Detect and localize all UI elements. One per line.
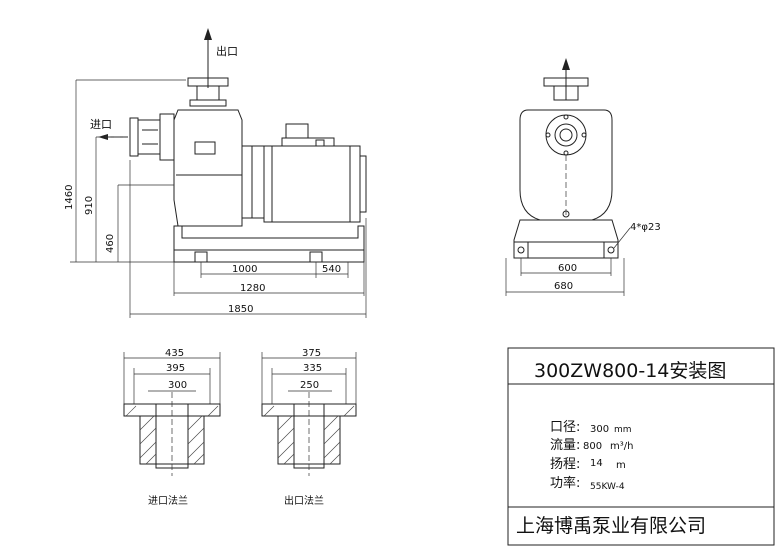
front-horizontal-dimensions: 1000 540 1280 1850 (129, 160, 367, 318)
spec-value: 800 (583, 441, 602, 452)
inlet-dim-bolt-circle: 395 (166, 363, 185, 374)
spec-label: 流量: (550, 438, 580, 453)
spec-unit: mm (614, 425, 632, 435)
spec-value: 55KW-4 (590, 482, 625, 492)
inlet-dim-outer: 435 (165, 348, 184, 359)
company-name: 上海博禹泵业有限公司 (516, 515, 706, 537)
outlet-flange-detail: 375 335 250 出口法兰 (261, 348, 357, 507)
dim-feet-spacing: 1000 (232, 264, 257, 275)
spec-unit: m (616, 460, 626, 471)
spec-value: 300 (590, 424, 609, 435)
outlet-dim-bolt-circle: 335 (303, 363, 322, 374)
inlet-flange-detail: 435 395 300 进口法兰 (123, 348, 221, 507)
dim-total-length: 1850 (228, 304, 253, 315)
dim-height-inlet: 910 (84, 196, 95, 215)
drawing-title: 300ZW800-14安装图 (534, 360, 726, 382)
inlet-flange-caption: 进口法兰 (148, 494, 188, 507)
bolt-hole (607, 246, 615, 254)
foot-bolt (194, 251, 208, 263)
outlet-dim-bore: 250 (300, 380, 319, 391)
inlet-dim-bore: 300 (168, 380, 187, 391)
side-outlet-arrow-icon (562, 58, 570, 70)
spec-unit: m³/h (610, 441, 633, 452)
outlet-label: 出口 (216, 44, 238, 58)
inlet-label: 进口 (90, 118, 112, 131)
side-dim-feet-spacing: 600 (558, 263, 577, 274)
outlet-arrow-icon (204, 28, 212, 40)
dim-foot-right: 540 (322, 264, 341, 275)
front-view: 出口 进口 (90, 28, 367, 263)
inlet-hatching (125, 405, 219, 465)
outlet-flange-caption: 出口法兰 (284, 494, 324, 507)
outlet-neck (196, 85, 220, 101)
inlet-flange (129, 117, 139, 157)
dim-height-shaft: 460 (105, 234, 116, 253)
foot-bolt (309, 251, 323, 263)
motor-terminal-box (285, 123, 309, 139)
side-inlet-flange (545, 114, 587, 156)
spec-label: 口径: (550, 420, 580, 435)
casing-nameplate (194, 141, 216, 155)
inlet-arrow-icon (98, 134, 108, 140)
motor-body (263, 145, 361, 223)
dim-base-length: 1280 (240, 283, 265, 294)
side-view: 4*φ23 600 680 (505, 58, 661, 296)
spec-list: 口径: 300 mm 流量: 800 m³/h 扬程: 14 m 功率: 55K… (550, 420, 633, 492)
bolt-hole-callout: 4*φ23 (630, 222, 661, 233)
base-frame (173, 225, 365, 263)
spec-value: 14 (590, 458, 603, 469)
pump-casing (173, 109, 243, 227)
spec-label: 功率: (550, 475, 580, 491)
outlet-dim-outer: 375 (302, 348, 321, 359)
side-dim-base-width: 680 (554, 281, 573, 292)
bolt-hole (517, 246, 525, 254)
coupling-guard (241, 145, 265, 219)
front-vertical-dimensions: 1460 910 460 (64, 79, 186, 263)
title-block: 300ZW800-14安装图 口径: 300 mm 流量: 800 m³/h 扬… (507, 347, 775, 546)
inlet-pipe (137, 119, 161, 155)
side-base (513, 219, 619, 259)
outlet-hatching (263, 405, 355, 465)
dim-height-total: 1460 (64, 185, 75, 210)
title-block-frame (507, 347, 775, 546)
spec-label: 扬程: (550, 457, 580, 472)
